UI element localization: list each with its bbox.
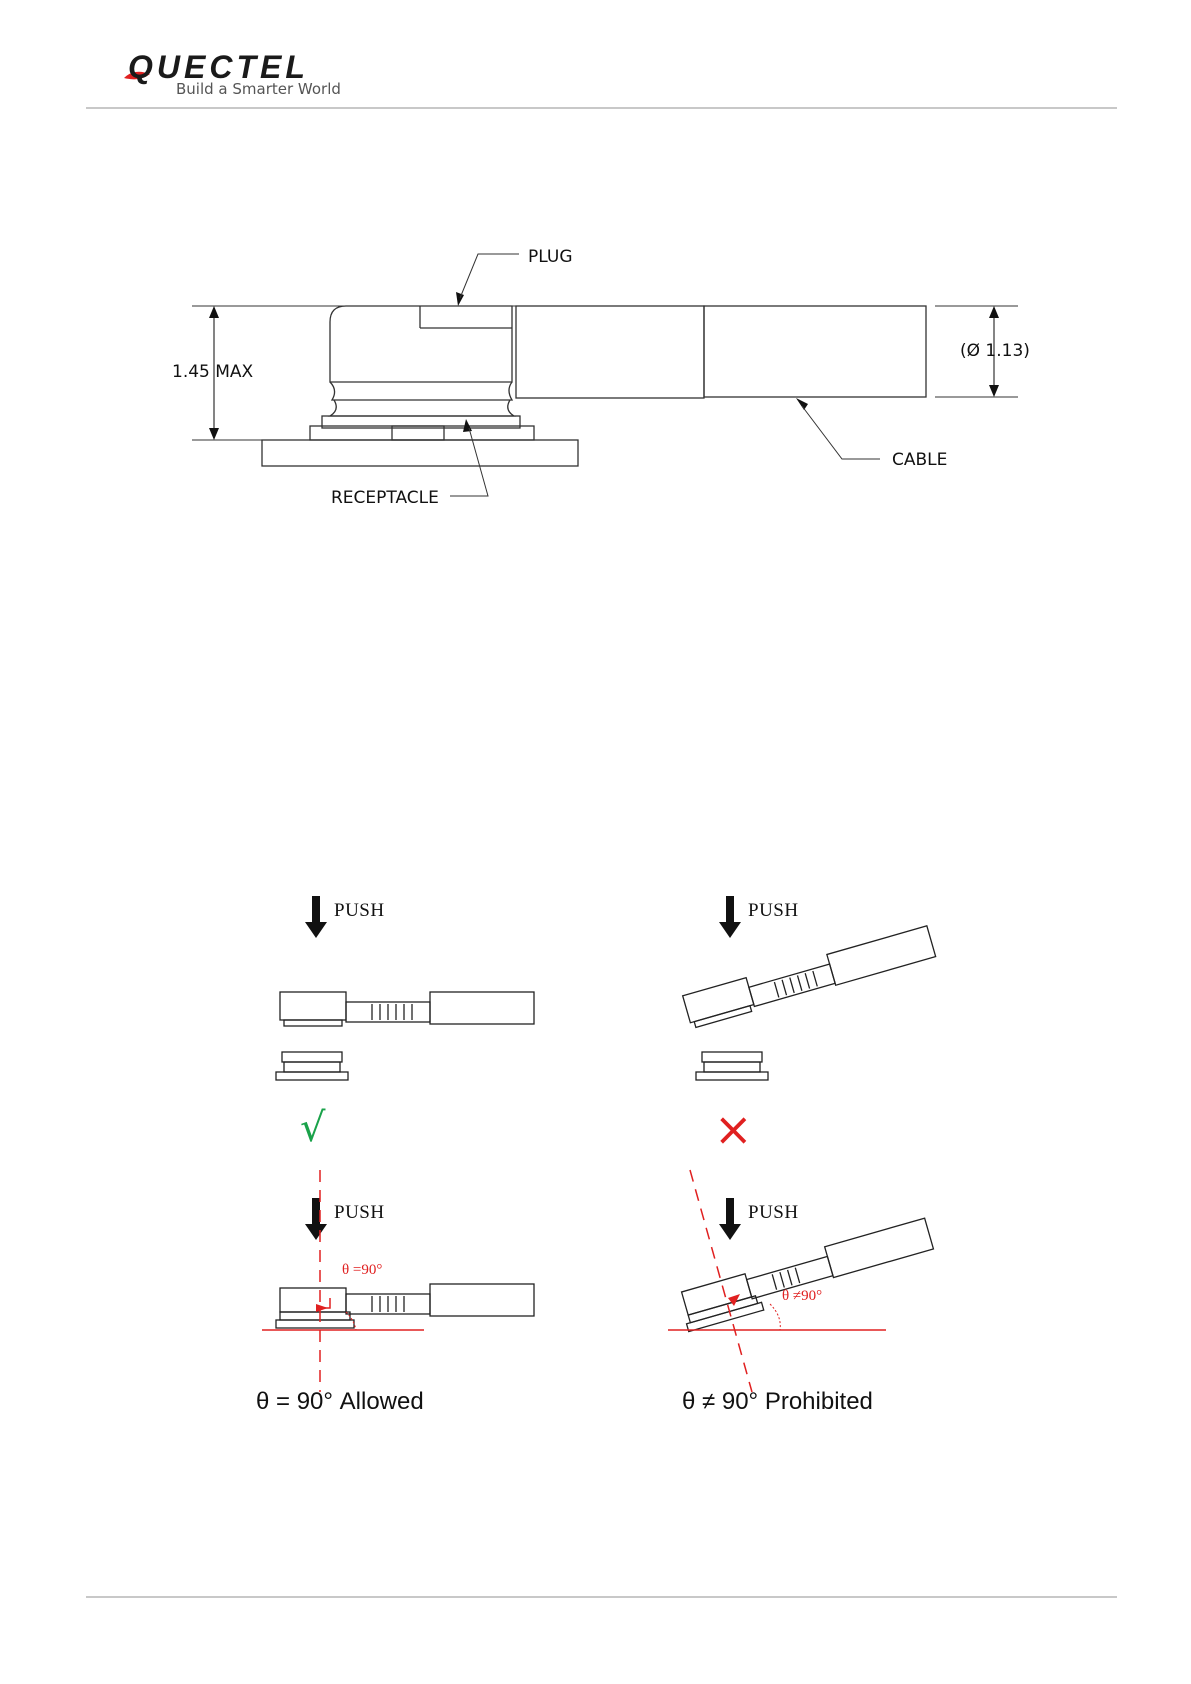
receptacle-label: RECEPTACLE [331, 488, 439, 508]
receptacle-right [696, 1052, 768, 1080]
push-label-top-left: PUSH [334, 900, 385, 922]
angle-label-prohibited: θ ≠90° [782, 1288, 822, 1305]
diameter-dimension-label: (Ø 1.13) [960, 341, 1030, 361]
connector-dimension-drawing [0, 0, 1191, 560]
height-dimension-label: 1.45 MAX [172, 362, 253, 382]
push-label-bottom-right: PUSH [748, 1202, 799, 1224]
allowed-check-icon: √ [300, 1108, 326, 1148]
plug-mated-straight [276, 1284, 534, 1328]
cable-label: CABLE [892, 450, 947, 470]
plug-mated-tilted [677, 1218, 937, 1331]
push-label-bottom-left: PUSH [334, 1202, 385, 1224]
prohibited-cross-icon: × [714, 1106, 753, 1152]
plug-straight [280, 992, 534, 1026]
caption-allowed: θ = 90° Allowed [256, 1388, 424, 1416]
plug-tilted [683, 926, 937, 1029]
plug-label: PLUG [528, 247, 573, 267]
footer-divider [86, 1596, 1117, 1598]
angle-label-allowed: θ =90° [342, 1262, 382, 1279]
mating-direction-drawing [0, 880, 1191, 1440]
push-label-top-right: PUSH [748, 900, 799, 922]
receptacle-left [276, 1052, 348, 1080]
caption-prohibited: θ ≠ 90° Prohibited [682, 1388, 873, 1416]
